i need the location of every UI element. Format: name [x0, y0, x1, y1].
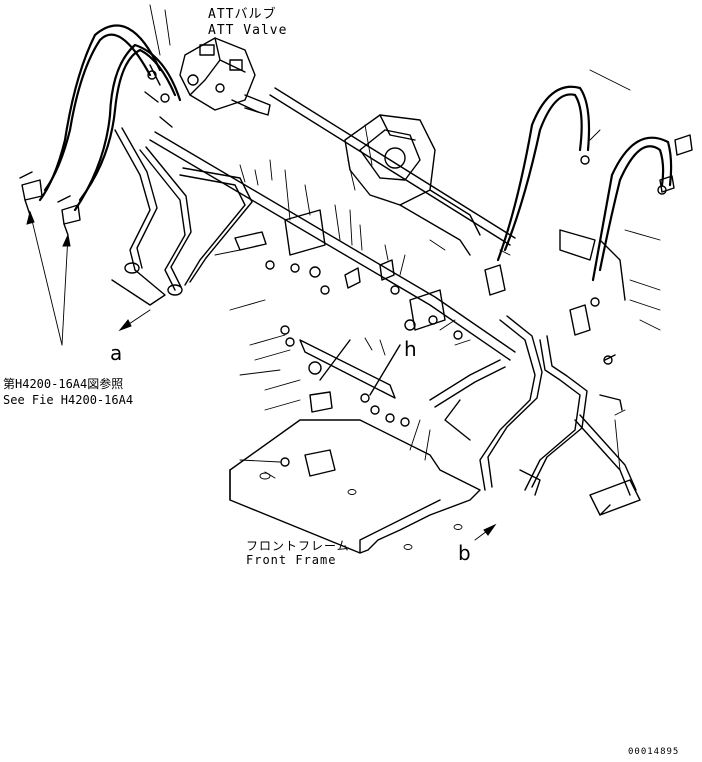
- right-steel-tubes: [429, 315, 637, 496]
- drawing-number: 00014895: [628, 747, 680, 757]
- right-lower-bracket: [589, 354, 641, 516]
- reference-letter-a: a: [110, 341, 123, 365]
- left-fittings: [19, 171, 81, 236]
- leader-lines: [149, 4, 661, 471]
- right-hose-group: [496, 85, 693, 282]
- left-steel-tubes: [111, 127, 253, 306]
- reference-letter-b: b: [458, 541, 471, 565]
- lower-clamp-bar: [280, 325, 410, 477]
- see-figure-label-jp: 第H4200-16A4図参照: [3, 377, 124, 391]
- front-frame-label-jp: フロントフレーム: [246, 539, 350, 553]
- reference-letter-h: h: [404, 337, 417, 361]
- right-fittings: [484, 229, 626, 365]
- see-figure-label-en: See Fie H4200-16A4: [3, 393, 134, 407]
- center-swivel-assembly: [344, 114, 481, 256]
- front-frame-label-en: Front Frame: [246, 553, 337, 567]
- center-brackets: [234, 209, 463, 340]
- att-valve: [179, 37, 271, 116]
- left-hose-group: [38, 24, 182, 212]
- reference-arrows: [26, 210, 497, 541]
- cross-tube: [149, 87, 516, 361]
- att-valve-label-en: ATT Valve: [208, 23, 288, 38]
- front-frame-plate: [229, 419, 481, 554]
- att-valve-label-jp: ATTバルブ: [208, 7, 277, 22]
